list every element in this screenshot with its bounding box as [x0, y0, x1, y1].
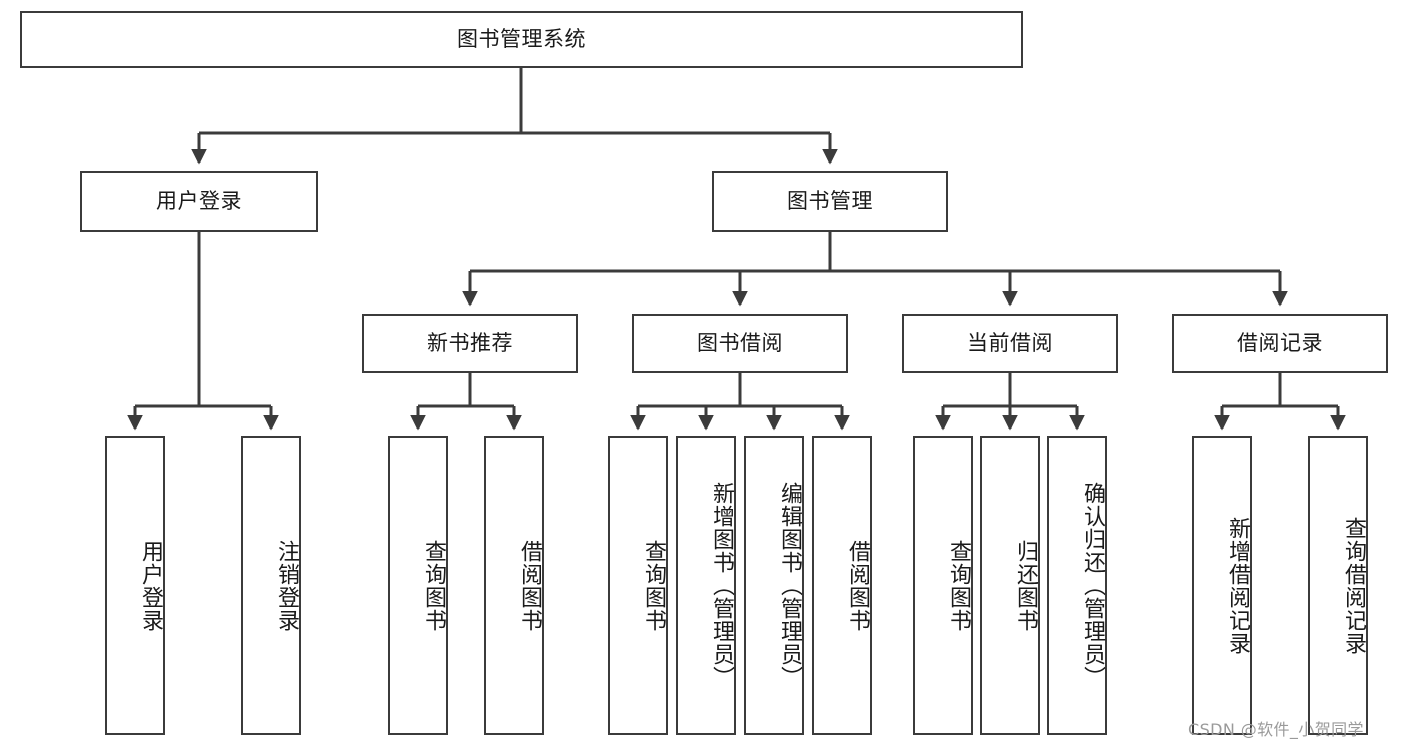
- leaf-label: 借阅图书: [517, 539, 542, 632]
- leaf-label: 注销登录: [274, 539, 299, 632]
- leaf-label: 用户登录: [138, 539, 163, 632]
- node-borrow-record[interactable]: 借阅记录: [1172, 314, 1388, 373]
- leaf-logout-login[interactable]: 注销登录: [241, 436, 301, 735]
- node-user-login[interactable]: 用户登录: [80, 171, 318, 232]
- leaf-confirm-return-admin[interactable]: 确认归还（管理员）: [1047, 436, 1107, 735]
- leaf-label: 查询图书: [946, 539, 971, 632]
- leaf-query-book-current[interactable]: 查询图书: [913, 436, 973, 735]
- leaf-label: 新增借阅记录: [1225, 516, 1250, 655]
- leaf-borrow-book-recommend[interactable]: 借阅图书: [484, 436, 544, 735]
- leaf-label: 新增图书（管理员）: [709, 482, 734, 689]
- csdn-watermark: CSDN @软件_小贺同学: [1188, 720, 1364, 739]
- leaf-query-book-borrow[interactable]: 查询图书: [608, 436, 668, 735]
- node-book-borrow[interactable]: 图书借阅: [632, 314, 848, 373]
- leaf-add-borrow-record[interactable]: 新增借阅记录: [1192, 436, 1252, 735]
- leaf-label: 查询图书: [641, 539, 666, 632]
- leaf-label: 确认归还（管理员）: [1080, 482, 1105, 689]
- leaf-return-book[interactable]: 归还图书: [980, 436, 1040, 735]
- leaf-label: 查询借阅记录: [1341, 516, 1366, 655]
- leaf-label: 查询图书: [421, 539, 446, 632]
- node-root-system[interactable]: 图书管理系统: [20, 11, 1023, 68]
- leaf-query-borrow-record[interactable]: 查询借阅记录: [1308, 436, 1368, 735]
- leaf-edit-book-admin[interactable]: 编辑图书（管理员）: [744, 436, 804, 735]
- leaf-user-login[interactable]: 用户登录: [105, 436, 165, 735]
- leaf-label: 编辑图书（管理员）: [777, 482, 802, 689]
- leaf-query-book-recommend[interactable]: 查询图书: [388, 436, 448, 735]
- node-current-borrow[interactable]: 当前借阅: [902, 314, 1118, 373]
- node-book-manage[interactable]: 图书管理: [712, 171, 948, 232]
- leaf-add-book-admin[interactable]: 新增图书（管理员）: [676, 436, 736, 735]
- node-new-book-recommend[interactable]: 新书推荐: [362, 314, 578, 373]
- leaf-label: 借阅图书: [845, 539, 870, 632]
- leaf-borrow-book[interactable]: 借阅图书: [812, 436, 872, 735]
- leaf-label: 归还图书: [1013, 539, 1038, 632]
